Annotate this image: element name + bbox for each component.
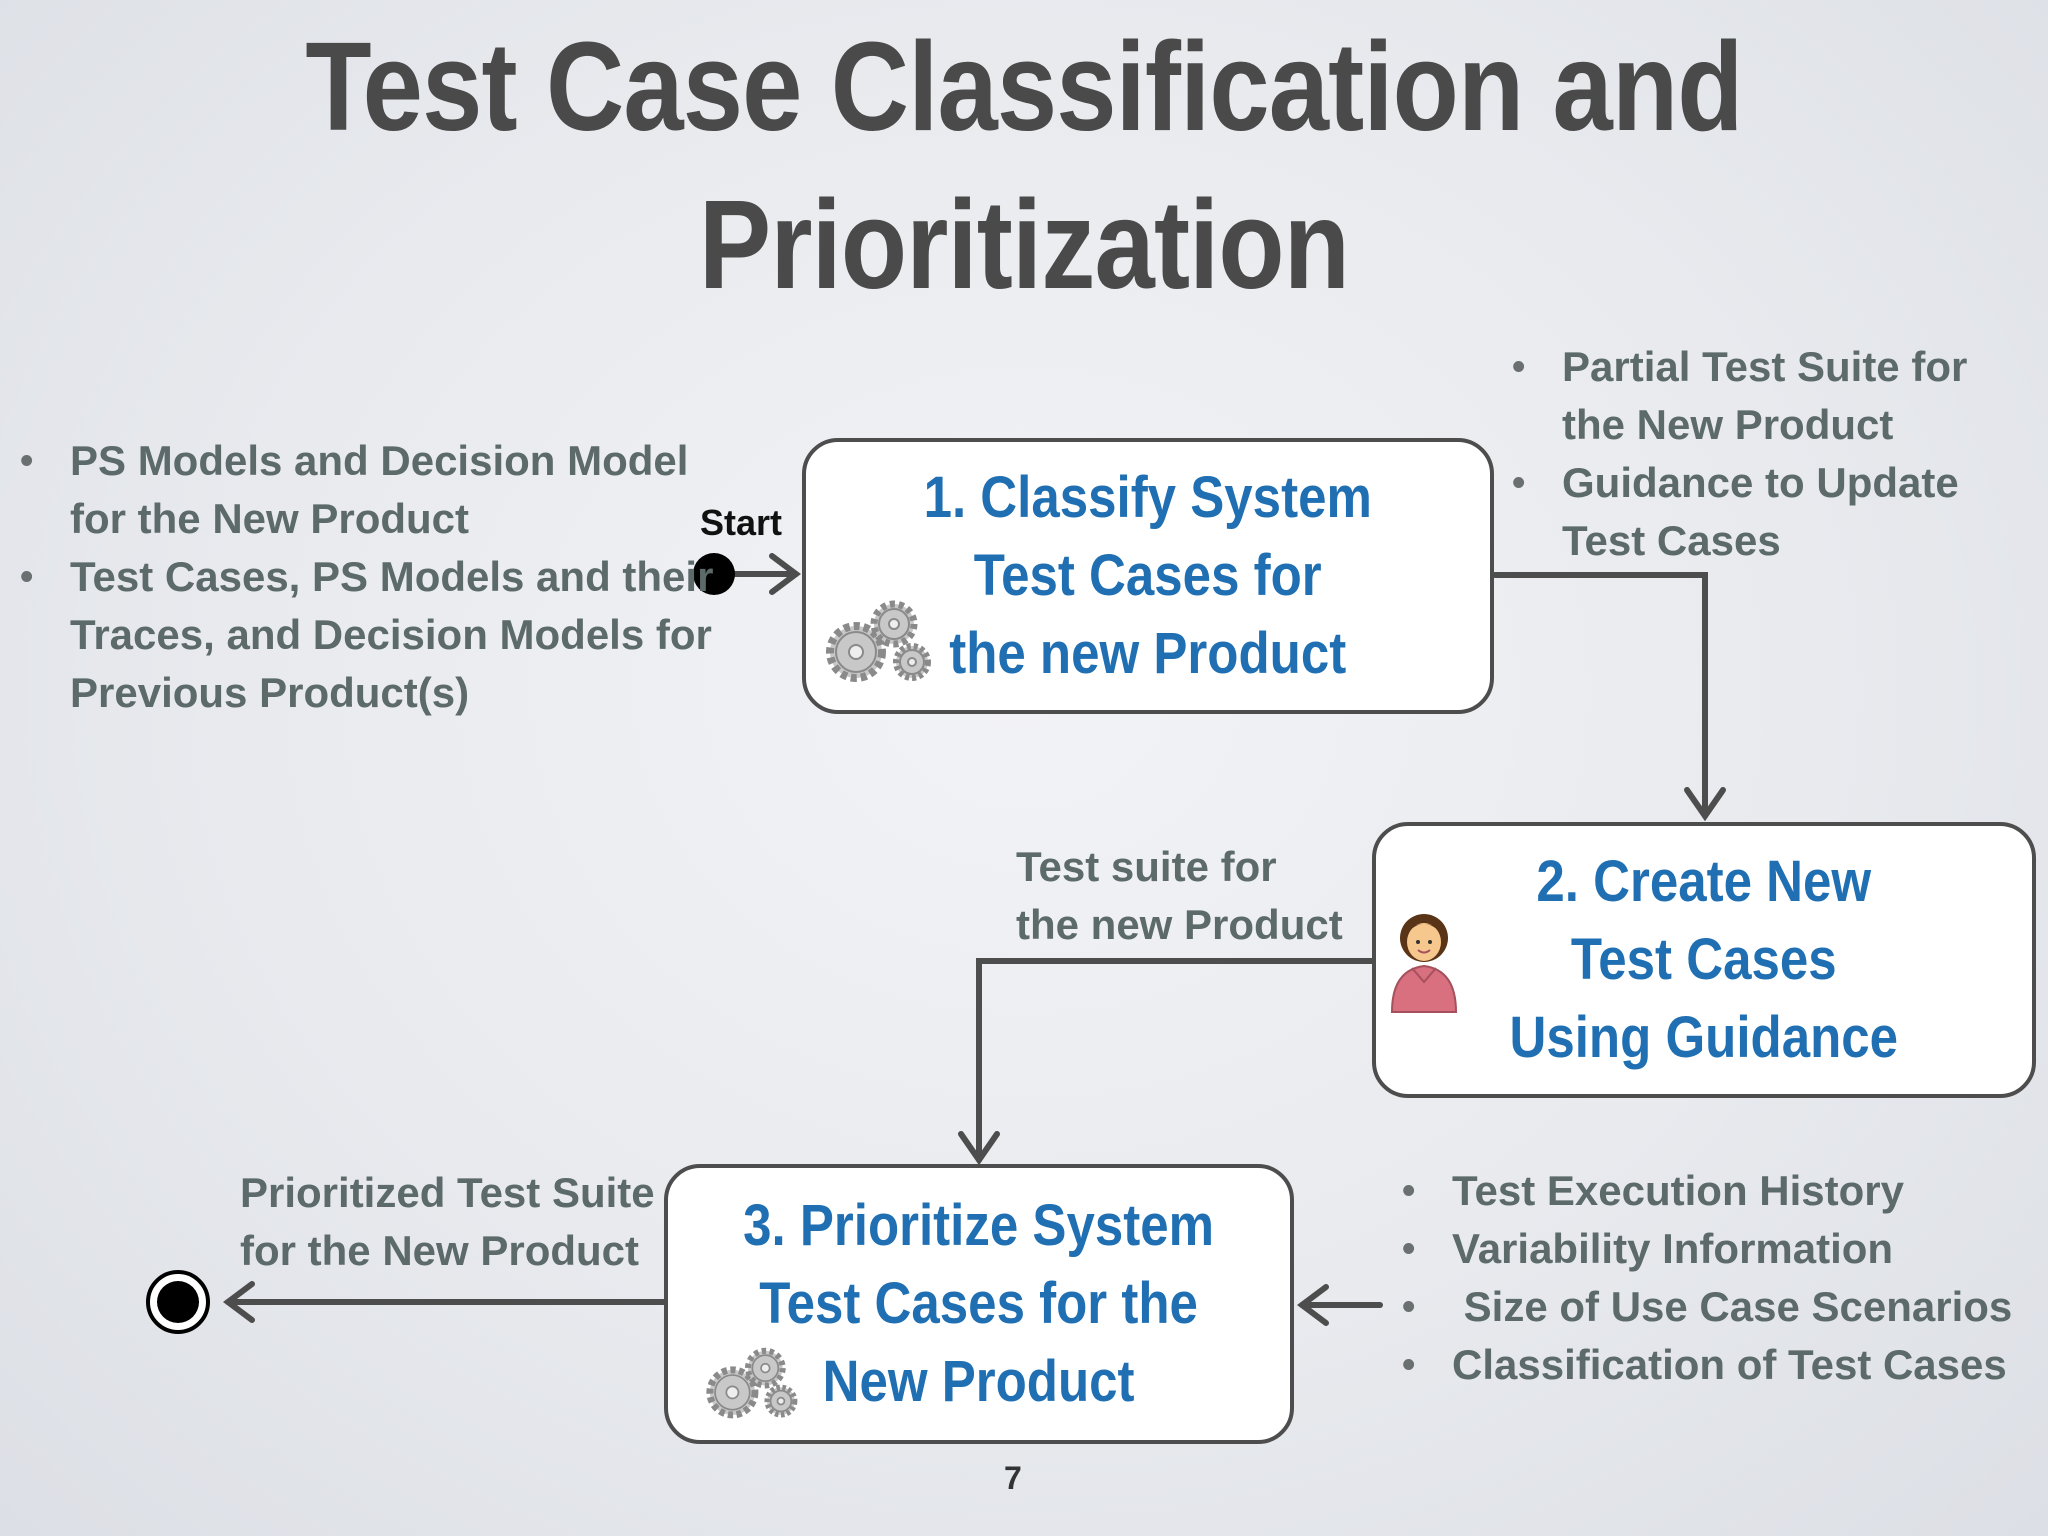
list-item: Classification of Test Cases	[1398, 1336, 2038, 1394]
step2-label: 2. Create New Test Cases Using Guidance	[1510, 843, 1899, 1077]
list-item: Variability Information	[1398, 1220, 2038, 1278]
step2-label-line-3: Using Guidance	[1510, 999, 1899, 1077]
gears-icon	[814, 592, 934, 688]
test-suite-label-line-1: Test suite for	[1016, 838, 1343, 896]
step1-label-line-3: the new Product	[924, 615, 1372, 693]
arrow-step1-to-step2	[1495, 575, 1705, 816]
list-item: Guidance to Update Test Cases	[1508, 454, 2028, 570]
final-output-label-line-1: Prioritized Test Suite	[240, 1164, 655, 1222]
page-number: 7	[1004, 1460, 1022, 1497]
list-item: Test Cases, PS Models and their Traces, …	[16, 548, 716, 722]
end-node	[148, 1272, 208, 1332]
step3-label: 3. Prioritize System Test Cases for the …	[744, 1187, 1215, 1421]
test-suite-label: Test suite for the new Product	[1016, 838, 1343, 954]
test-suite-label-line-2: the new Product	[1016, 896, 1343, 954]
step1-label-line-2: Test Cases for	[924, 537, 1372, 615]
step1-label-line-1: 1. Classify System	[924, 459, 1372, 537]
step1-label: 1. Classify System Test Cases for the ne…	[924, 459, 1372, 693]
step3-label-line-3: New Product	[744, 1343, 1215, 1421]
gears-icon	[696, 1340, 800, 1424]
step3-label-line-1: 3. Prioritize System	[744, 1187, 1215, 1265]
step3-label-line-2: Test Cases for the	[744, 1265, 1215, 1343]
list-item: Size of Use Case Scenarios	[1398, 1278, 2038, 1336]
list-item: Test Execution History	[1398, 1162, 2038, 1220]
list-item: PS Models and Decision Model for the New…	[16, 432, 716, 548]
step3-inputs-list: Test Execution History Variability Infor…	[1398, 1162, 2038, 1394]
step2-label-line-1: 2. Create New	[1510, 843, 1899, 921]
list-item: Partial Test Suite for the New Product	[1508, 338, 2028, 454]
final-output-label-line-2: for the New Product	[240, 1222, 655, 1280]
arrow-step2-to-step3	[979, 961, 1373, 1160]
final-output-label: Prioritized Test Suite for the New Produ…	[240, 1164, 655, 1280]
step2-box: 2. Create New Test Cases Using Guidance	[1372, 822, 2036, 1098]
step1-outputs-list: Partial Test Suite for the New Product G…	[1508, 338, 2028, 570]
step2-label-line-2: Test Cases	[1510, 921, 1899, 999]
person-icon	[1384, 900, 1464, 1016]
step1-inputs-list: PS Models and Decision Model for the New…	[16, 432, 716, 722]
